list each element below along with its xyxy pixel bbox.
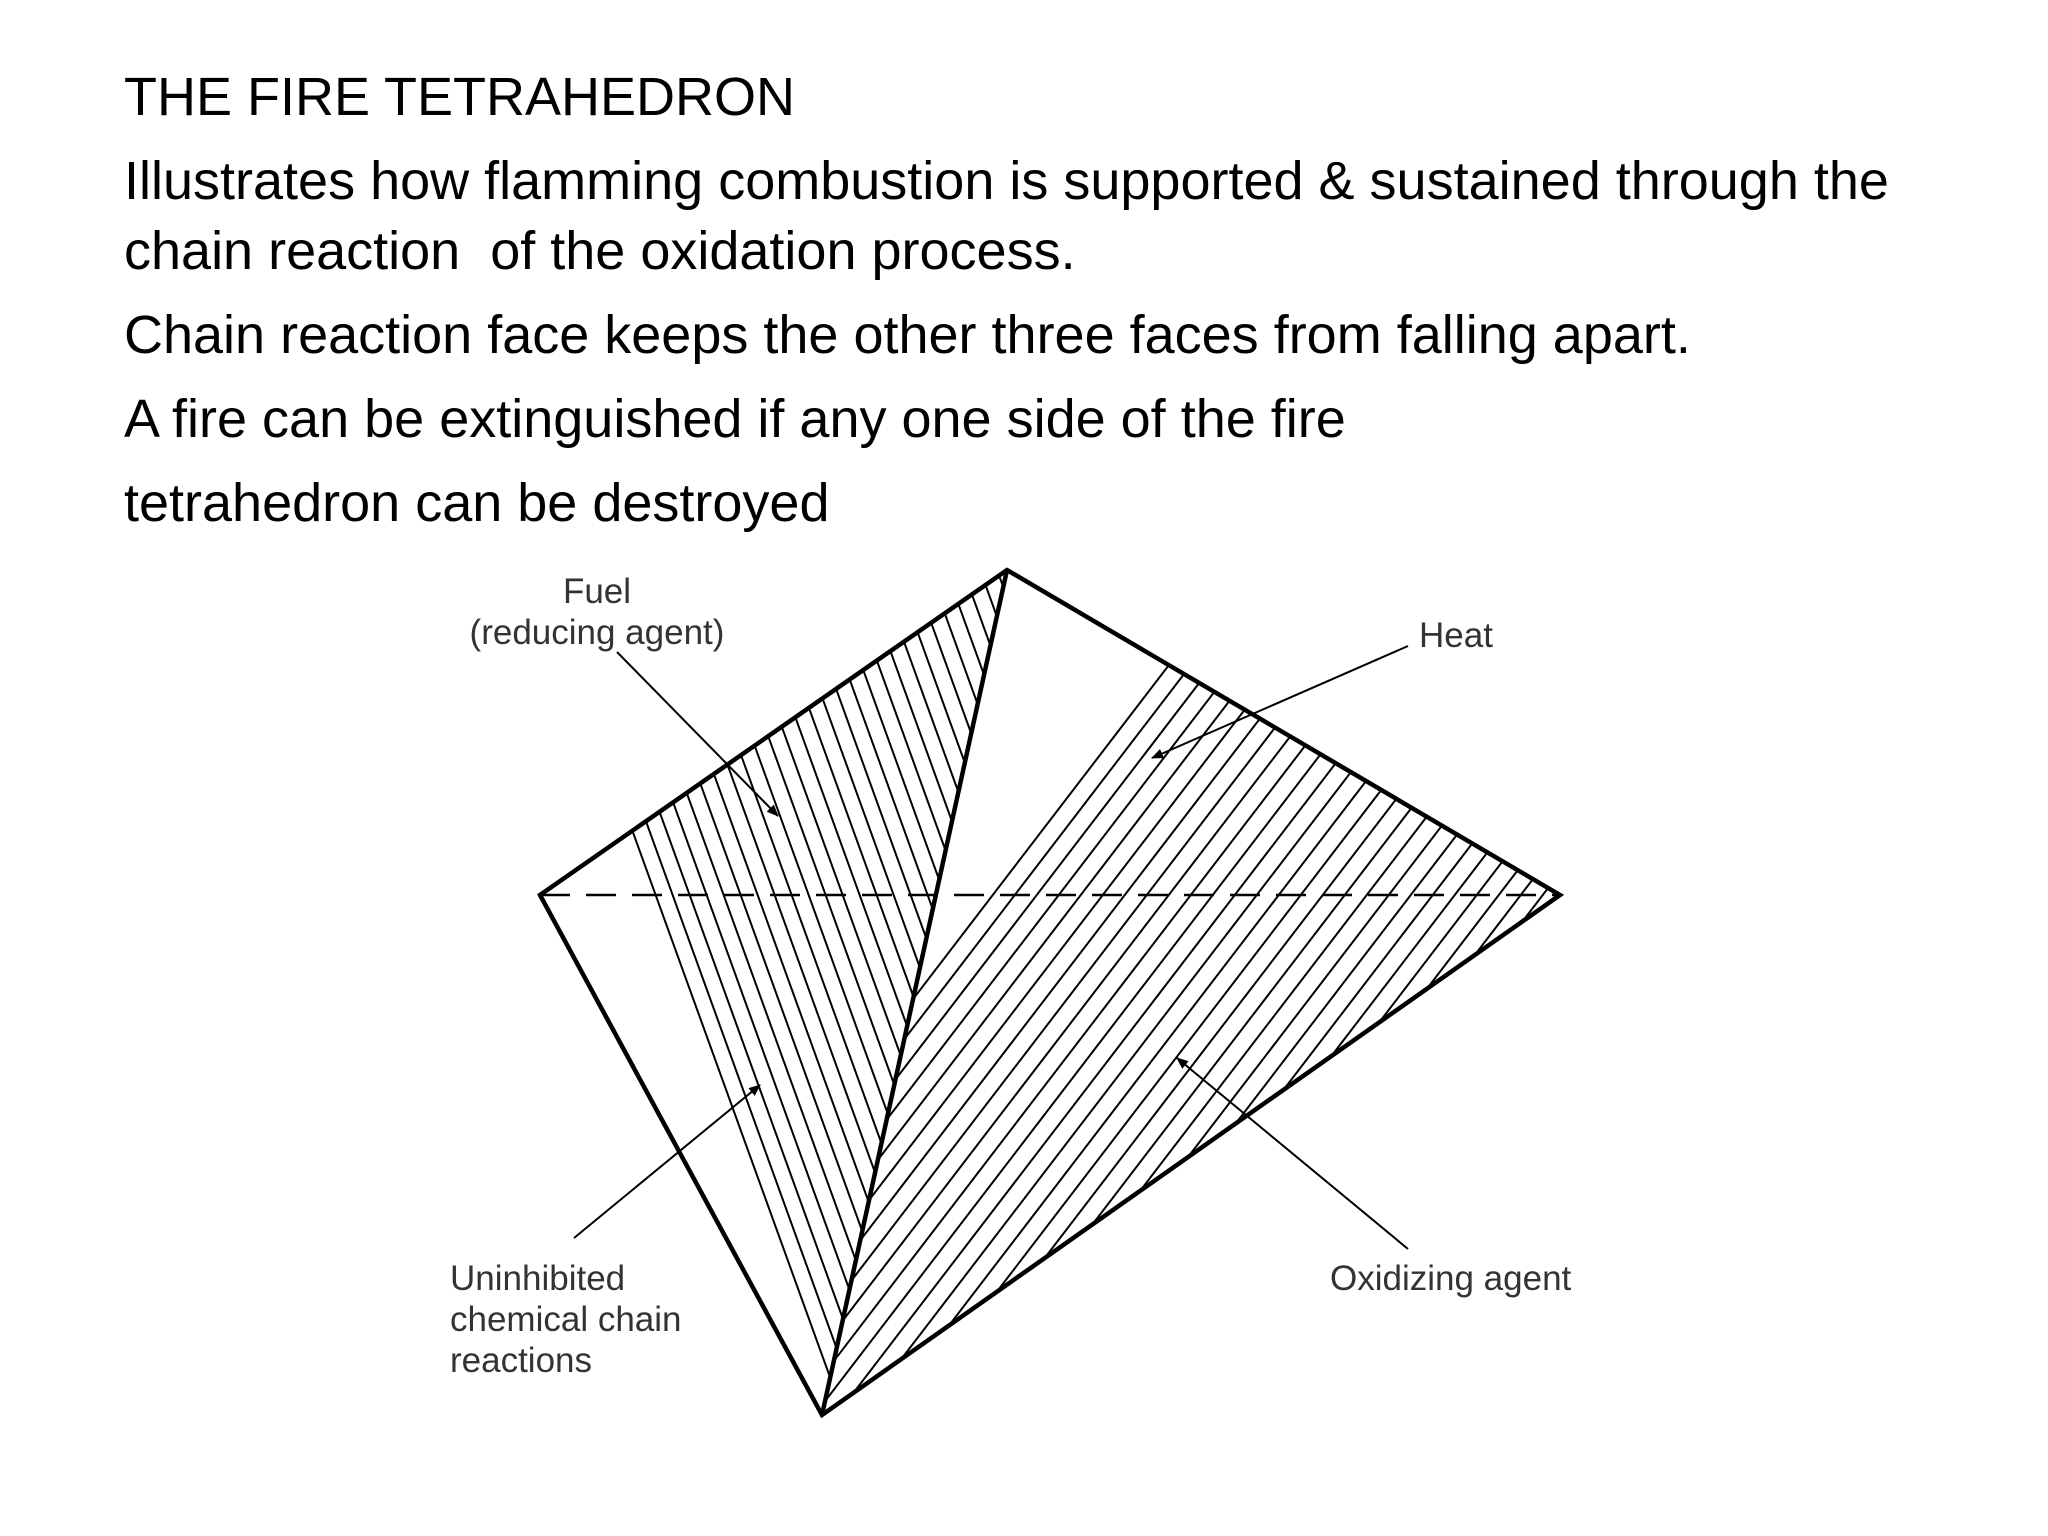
hatch-line xyxy=(822,570,1435,1415)
hatch-line xyxy=(1814,520,2048,1460)
hatch-line xyxy=(1527,570,1560,1415)
chain-label-line2: chemical chain xyxy=(450,1300,682,1339)
hatch-line xyxy=(1030,520,1370,1460)
heat-arrow xyxy=(1151,645,1409,759)
hatch-line xyxy=(1043,570,1560,1415)
hatch-line xyxy=(889,570,1560,1415)
chain-arrow xyxy=(573,1084,761,1239)
paragraph-3: A fire can be extinguished if any one si… xyxy=(124,389,1346,449)
front-edge xyxy=(819,569,1010,1416)
hatch-line xyxy=(955,570,1560,1415)
hatch-line xyxy=(910,570,1007,1415)
hatch-line xyxy=(1505,570,1560,1415)
slide-text: THE FIRE TETRAHEDRON Illustrates how fla… xyxy=(124,62,1984,552)
hatch-line xyxy=(1924,520,2048,1460)
hatch-line xyxy=(822,570,1281,1415)
hatch-line xyxy=(876,570,1007,1415)
hatch-line xyxy=(1109,570,1560,1415)
hatch-line xyxy=(1792,520,2048,1460)
hatch-line xyxy=(1241,570,1560,1415)
chain-label-line1: Uninhibited xyxy=(450,1259,625,1298)
hatch-line xyxy=(944,570,1007,1415)
hatch-line xyxy=(1153,570,1560,1415)
hatch-line xyxy=(933,570,1560,1415)
hatch-line xyxy=(1087,570,1560,1415)
hatch-line xyxy=(1373,570,1560,1415)
hatch-line xyxy=(842,570,1007,1415)
hatch-line xyxy=(1638,520,2048,1460)
hatch-line xyxy=(1329,570,1560,1415)
hatch-line xyxy=(1439,570,1560,1415)
hatch-line xyxy=(1021,570,1560,1415)
hatch-line xyxy=(822,570,1303,1415)
hatch-line xyxy=(822,570,1325,1415)
hatch-line xyxy=(1858,520,2048,1460)
oxidizing-label: Oxidizing agent xyxy=(1330,1259,1572,1298)
hatch-line xyxy=(1880,520,2048,1460)
fuel-label-line1: Fuel xyxy=(563,572,631,611)
hatch-line xyxy=(911,570,1560,1415)
tetrahedron-outline xyxy=(537,567,1565,1419)
hatch-line xyxy=(927,570,1007,1415)
hatch-line xyxy=(1483,570,1560,1415)
chain-label-line3: reactions xyxy=(450,1341,592,1380)
slide-title: THE FIRE TETRAHEDRON xyxy=(124,67,796,127)
oxidizing-arrow xyxy=(1176,1057,1409,1250)
hatch-line xyxy=(893,570,1007,1415)
hatch-line xyxy=(1549,570,1560,1415)
hatch-line xyxy=(1748,520,2048,1460)
hatch-line xyxy=(1351,570,1560,1415)
hatch-line xyxy=(1131,570,1560,1415)
hatch-line xyxy=(1594,520,2048,1460)
paragraph-2: Chain reaction face keeps the other thre… xyxy=(124,305,1691,365)
hatch-line xyxy=(823,570,1545,1415)
hatch-line xyxy=(1175,570,1560,1415)
paragraph-4: tetrahedron can be destroyed xyxy=(124,473,830,533)
hatch-line xyxy=(1461,570,1560,1415)
hatch-line xyxy=(822,570,1369,1415)
hatch-line xyxy=(999,570,1560,1415)
hatch-line xyxy=(1572,520,2048,1460)
hatch-line xyxy=(822,570,1391,1415)
hatch-line xyxy=(1417,570,1560,1415)
fuel-arrow xyxy=(616,651,779,817)
hatch-line xyxy=(1307,570,1560,1415)
hatch-line xyxy=(822,570,1501,1415)
hatch-line xyxy=(977,570,1560,1415)
hatch-line xyxy=(1047,520,1387,1460)
hatch-line xyxy=(1704,520,2048,1460)
hatch-line xyxy=(1726,520,2048,1460)
right-face-hatching xyxy=(822,520,2048,1460)
hatch-line xyxy=(859,570,1007,1415)
hatch-line xyxy=(1616,520,2048,1460)
hatch-line xyxy=(822,570,1479,1415)
hatch-line xyxy=(1770,520,2048,1460)
hatch-line xyxy=(1660,520,2048,1460)
hatch-line xyxy=(1197,570,1560,1415)
hatch-line xyxy=(1285,570,1560,1415)
hatch-line xyxy=(1219,570,1560,1415)
hatch-line xyxy=(1836,520,2048,1460)
hatch-line xyxy=(1682,520,2048,1460)
hatch-line xyxy=(867,570,1560,1415)
hatch-line xyxy=(822,570,1413,1415)
fuel-label-line2: (reducing agent) xyxy=(470,613,725,652)
paragraph-1: Illustrates how flamming combustion is s… xyxy=(124,151,1904,281)
hatch-line xyxy=(1395,570,1560,1415)
hatch-line xyxy=(1946,520,2048,1460)
hatch-line xyxy=(845,570,1560,1415)
hatch-line xyxy=(1902,520,2048,1460)
heat-label: Heat xyxy=(1419,616,1493,655)
